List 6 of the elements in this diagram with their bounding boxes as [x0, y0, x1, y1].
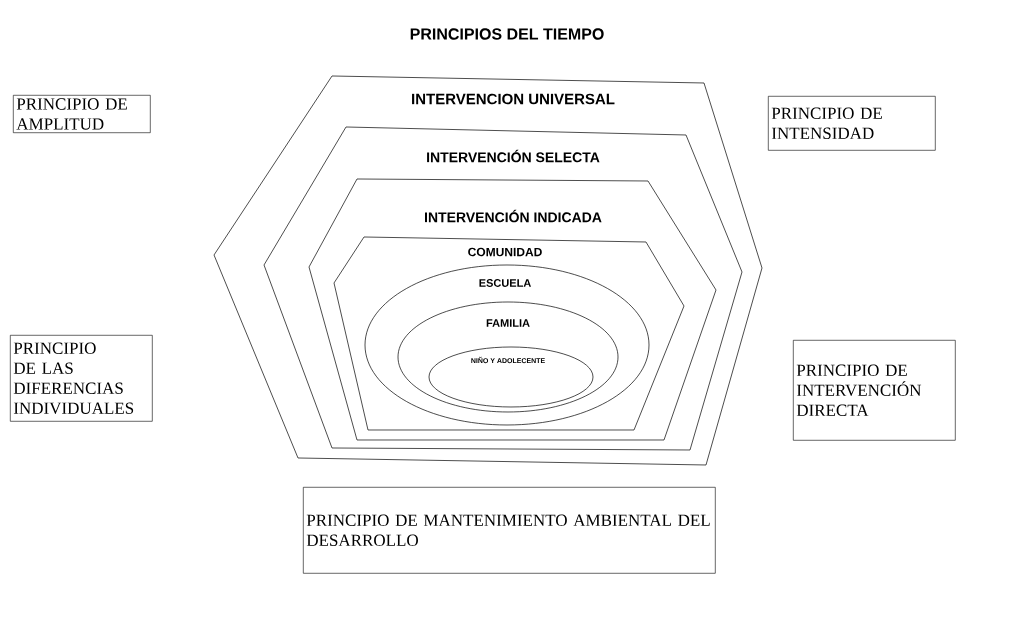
- title: PRINCIPIOS DEL TIEMPO: [410, 28, 604, 40]
- principle-box: PRINCIPIO DE AMPLITUD: [13, 95, 151, 133]
- principle-box: PRINCIPIO DE INTERVENCIÓN DIRECTA: [793, 340, 956, 441]
- principle-box: PRINCIPIO DE MANTENIMIENTO AMBIENTAL DEL DESARROLLO: [303, 487, 716, 574]
- principle-box: PRINCIPIO DE LAS DIFERENCIAS INDIVIDUALES: [10, 335, 153, 422]
- principle-box: PRINCIPIO DE INTENSIDAD: [768, 96, 936, 151]
